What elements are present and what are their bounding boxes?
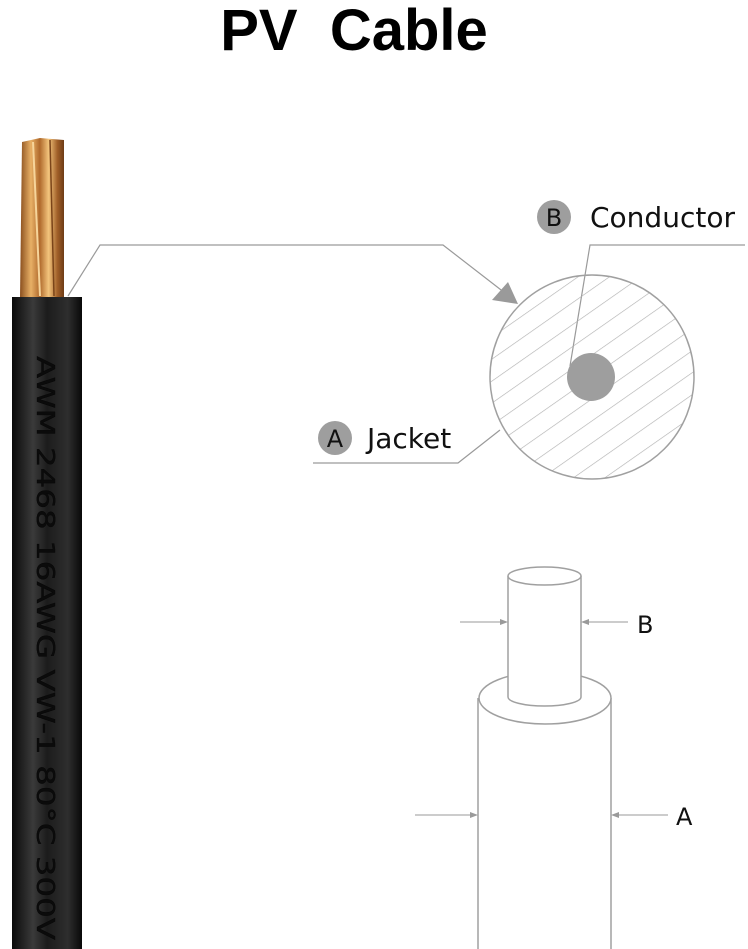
side-label-b: B [637,611,653,639]
side-label-a: A [676,803,693,831]
arrowheads [470,619,619,818]
side-view [477,566,612,949]
cross-section [489,274,695,480]
jacket-callout: A Jacket [318,421,451,455]
badge-a-text: A [327,425,344,453]
conductor-core [567,353,615,401]
conductor-label: Conductor [590,201,735,234]
badge-a [318,421,352,455]
arrow-icon [492,282,518,304]
badge-b-text: B [546,204,562,232]
conductor-callout: B Conductor [537,200,735,234]
cable-illustration: AWM 2468 16AWG VW-1 80°C 300V [12,138,82,949]
jacket-label: Jacket [365,422,451,455]
cable-print-text: AWM 2468 16AWG VW-1 80°C 300V [31,356,60,940]
dimension-arrows [415,621,668,816]
page-title: PV Cable [220,0,488,63]
cable-jacket [12,297,82,949]
copper-strands [20,138,64,298]
badge-b [537,200,571,234]
